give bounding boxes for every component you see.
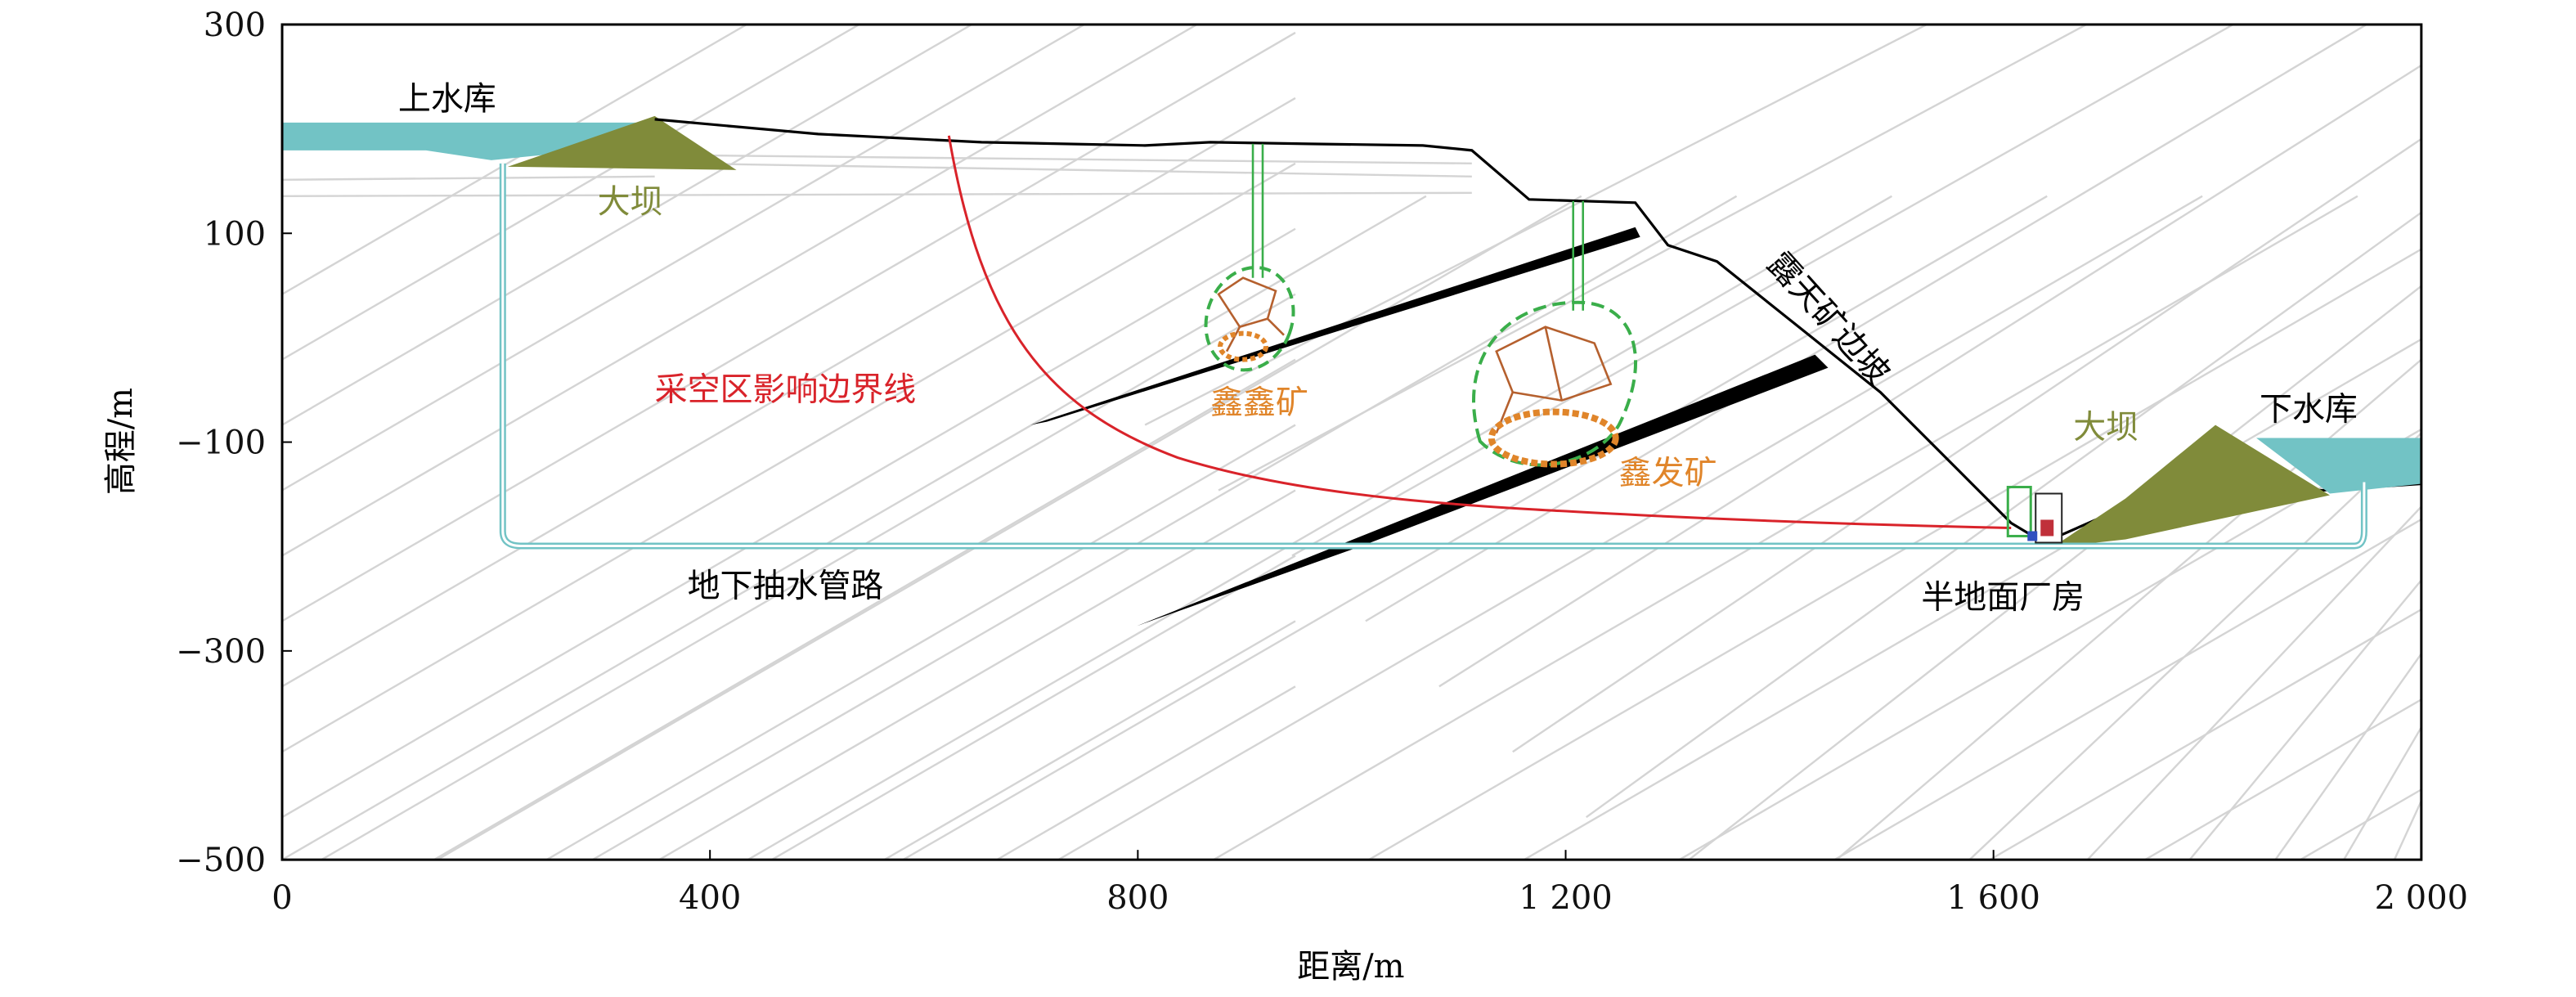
strata-line	[282, 162, 1296, 753]
y-axis-label: 高程/m	[102, 388, 140, 495]
y-tick-label: 100	[204, 215, 266, 253]
strata-line	[282, 191, 1472, 198]
label-pipeline: 地下抽水管路	[688, 567, 884, 604]
lower-reservoir-water	[2256, 438, 2421, 494]
strata-line	[1524, 338, 2421, 860]
strata-line	[1144, 24, 1928, 426]
strata-line	[771, 555, 1296, 860]
mine-shafts	[1251, 143, 1585, 311]
strata-line	[545, 424, 1296, 860]
strata-line	[1968, 432, 2421, 860]
y-tick-label: −500	[176, 842, 266, 879]
label-xinxin-mine: 鑫鑫矿	[1210, 384, 1308, 422]
upper-dam	[507, 115, 737, 170]
label-powerhouse: 半地面厂房	[1921, 578, 2085, 616]
strata-line	[282, 31, 1296, 622]
strata-line	[1368, 248, 2421, 860]
strata-line	[902, 195, 2048, 860]
strata-line	[2393, 800, 2421, 860]
strata-line	[1057, 195, 2203, 860]
label-upper-reservoir: 上水库	[398, 80, 496, 118]
strata-line	[282, 195, 1427, 860]
x-tick-label: 1 200	[1519, 879, 1612, 917]
strata-line	[1365, 24, 2367, 622]
strata-line	[321, 293, 1296, 860]
label-lower-reservoir: 下水库	[2260, 391, 2358, 429]
powerhouse-building	[2006, 486, 2063, 544]
strata-line	[1512, 137, 2421, 753]
goaf-boundary-line	[947, 135, 2012, 529]
upper-reservoir-water	[282, 122, 639, 160]
strata-line	[282, 227, 1296, 819]
y-tick-label: −300	[176, 633, 266, 671]
label-xinfa-mine: 鑫发矿	[1619, 455, 1717, 492]
x-tick-label: 2 000	[2375, 879, 2468, 917]
strata-line	[1291, 24, 2234, 557]
x-tick-label: 400	[679, 879, 741, 917]
y-tick-label: −100	[176, 424, 266, 462]
underground-pipeline-core	[501, 163, 2366, 547]
strata-line	[433, 358, 1296, 860]
x-tick-label: 800	[1106, 879, 1169, 917]
strata-line	[747, 195, 1892, 860]
coal-seam-lower	[1137, 354, 1829, 626]
strata-line	[1989, 609, 2421, 860]
x-tick-label: 0	[272, 879, 292, 917]
strata-line	[2144, 698, 2421, 860]
strata-line	[282, 24, 972, 426]
strata-line	[282, 24, 1085, 492]
strata-line	[1833, 519, 2421, 860]
strata-line	[282, 24, 860, 361]
strata-line	[2343, 726, 2421, 860]
coal-seam-upper	[1030, 227, 1640, 425]
strata-line	[437, 195, 1582, 860]
y-tick-label: 300	[204, 7, 266, 44]
strata-line	[687, 162, 1472, 178]
label-lower-dam: 大坝	[2073, 409, 2138, 447]
xinfa-goaf	[1472, 300, 1637, 468]
x-tick-label: 1 600	[1946, 879, 2040, 917]
strata-line	[282, 24, 747, 295]
strata-line	[1213, 195, 2358, 860]
label-goaf-boundary: 采空区影响边界线	[655, 371, 917, 409]
strata-line	[996, 685, 1296, 860]
strata-line	[1438, 64, 2421, 688]
strata-line	[687, 154, 1472, 165]
strata-line	[282, 97, 1296, 688]
strata-line	[2086, 505, 2421, 860]
strata-line	[658, 489, 1296, 860]
strata-line	[2188, 579, 2421, 860]
xinxin-goaf	[1204, 266, 1295, 372]
x-axis-label: 距离/m	[1297, 948, 1404, 986]
strata-line	[883, 620, 1296, 860]
strata-line	[2300, 788, 2421, 860]
strata-line	[592, 195, 1738, 860]
axis-ticks: 0 400 800 1 200 1 600 2 000 300 100 −100 −300 −500	[176, 7, 2468, 917]
strata-line	[282, 24, 1198, 557]
strata-line	[2274, 653, 2421, 860]
strata-line	[282, 175, 655, 182]
label-upper-dam: 大坝	[598, 183, 663, 221]
strata-line	[1688, 285, 2421, 860]
lower-dam	[2052, 424, 2330, 548]
